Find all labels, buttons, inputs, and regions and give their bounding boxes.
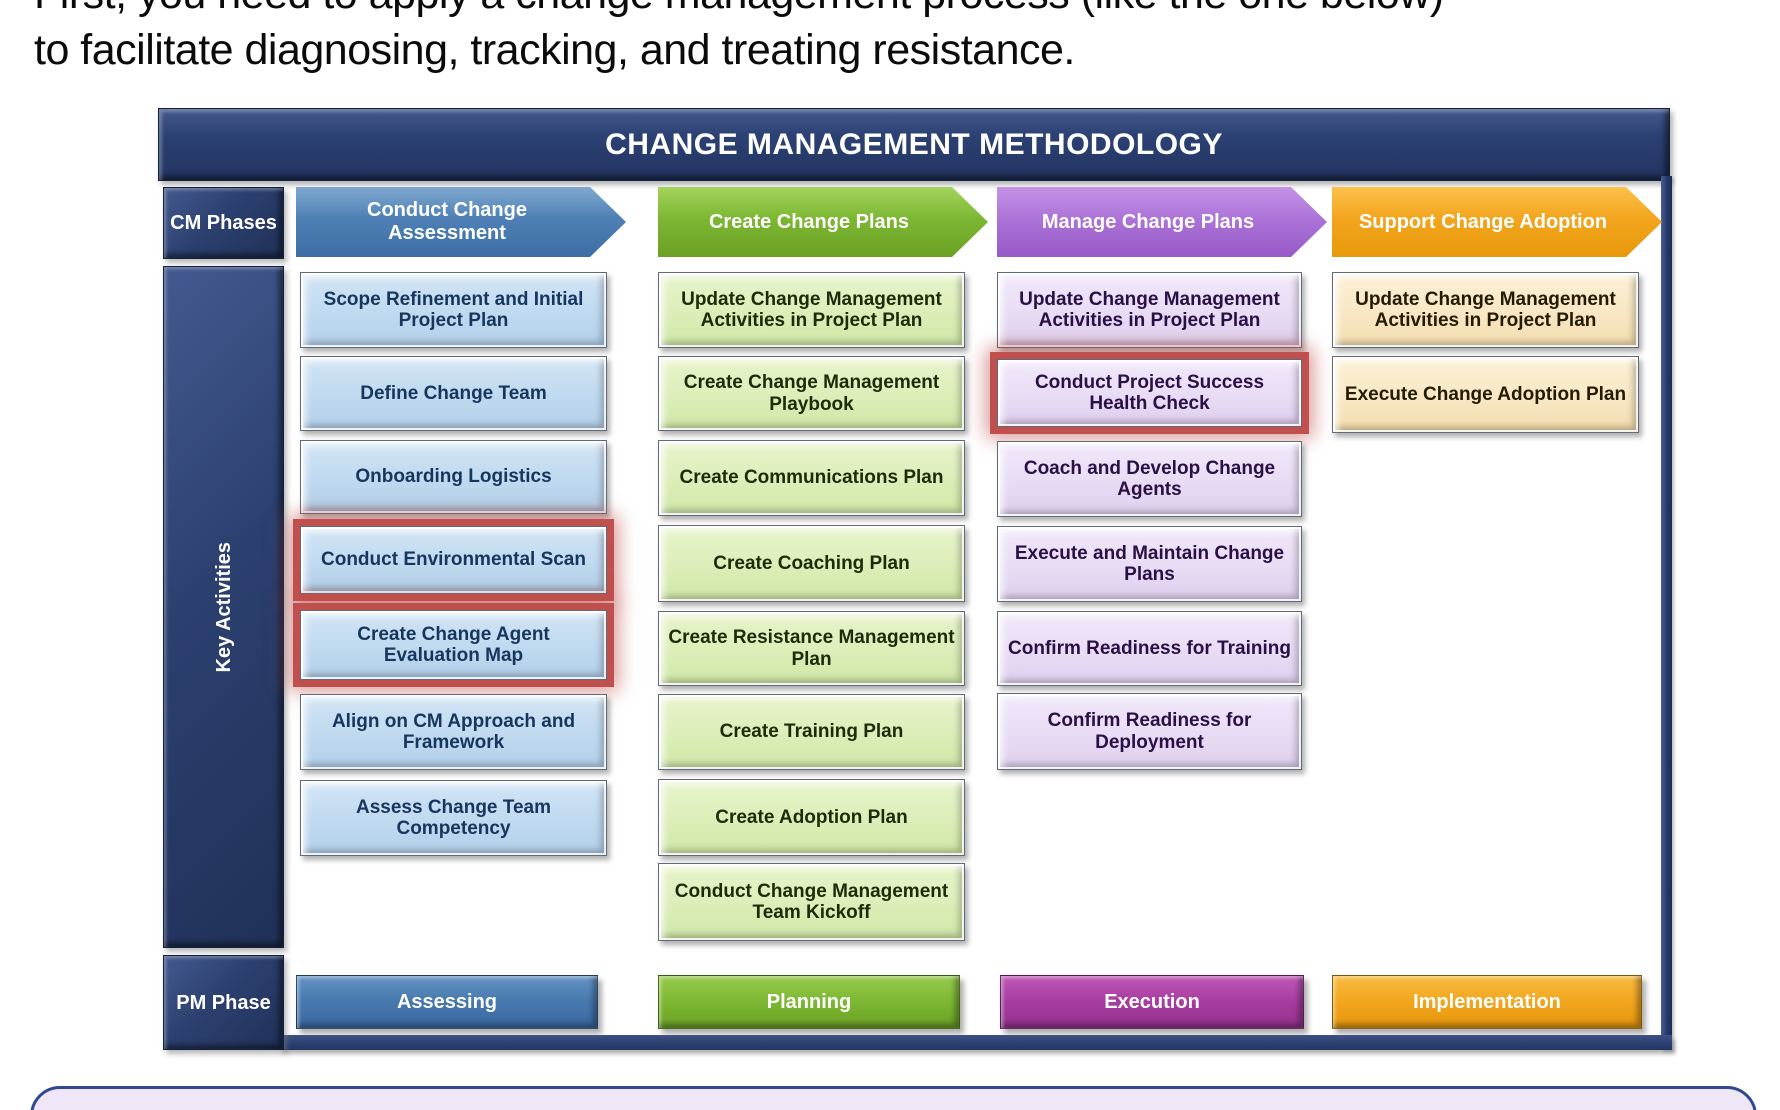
activity-box-highlighted: Conduct Environmental Scan [300,526,607,594]
activity-box: Update Change Management Activities in P… [997,272,1302,348]
phase-arrow-label: Create Change Plans [708,210,910,233]
pm-phase-bar-implementation: Implementation [1332,975,1642,1029]
activity-box-highlighted: Conduct Project Success Health Check [997,359,1302,427]
activity-box: Confirm Readiness for Deployment [997,693,1302,770]
activity-box: Create Training Plan [658,694,965,770]
pm-phase-label-text: PM Phase [176,991,271,1014]
activity-box: Conduct Change Management Team Kickoff [658,863,965,941]
pm-phase-bar-planning: Planning [658,975,960,1029]
activity-box: Define Change Team [300,356,607,431]
activity-box: Onboarding Logistics [300,440,607,514]
intro-text: First, you need to apply a change manage… [34,0,1444,78]
activity-box: Create Change Management Playbook [658,356,965,431]
activity-box: Execute Change Adoption Plan [1332,356,1639,433]
key-activities-label: Key Activities [163,266,284,948]
phase-arrow-support-change-adoption: Support Change Adoption [1332,187,1662,257]
activity-box: Update Change Management Activities in P… [1332,272,1639,348]
intro-line-1: First, you need to apply a change manage… [34,0,1444,22]
activity-box: Align on CM Approach and Framework [300,694,607,770]
activity-box: Scope Refinement and Initial Project Pla… [300,272,607,348]
phase-arrow-label: Manage Change Plans [1041,210,1255,233]
cm-phases-label: CM Phases [163,187,284,259]
pm-phase-label: PM Phase [163,955,284,1050]
activity-box: Update Change Management Activities in P… [658,272,965,348]
activity-box: Assess Change Team Competency [300,780,607,856]
frame-right-border [1661,176,1672,1050]
activity-box: Coach and Develop Change Agents [997,441,1302,517]
activity-box-highlighted: Create Change Agent Evaluation Map [300,610,607,680]
activity-box: Execute and Maintain Change Plans [997,526,1302,602]
phase-arrow-conduct-change-assessment: Conduct Change Assessment [296,187,626,257]
activity-box: Create Adoption Plan [658,779,965,856]
cm-phases-label-text: CM Phases [170,212,277,234]
diagram-title-banner: CHANGE MANAGEMENT METHODOLOGY [158,108,1670,181]
pm-phase-bar-assessing: Assessing [296,975,598,1029]
pm-phase-bar-execution: Execution [1000,975,1304,1029]
phase-arrow-label: Support Change Adoption [1358,210,1608,233]
activity-box: Create Coaching Plan [658,525,965,602]
activity-box: Create Resistance Management Plan [658,611,965,686]
phase-arrow-label: Conduct Change Assessment [367,199,527,244]
key-activities-label-text: Key Activities [212,541,235,673]
diagram-title: CHANGE MANAGEMENT METHODOLOGY [605,127,1223,161]
frame-bottom-border [280,1035,1672,1050]
phase-arrow-create-change-plans: Create Change Plans [658,187,988,257]
activity-box: Confirm Readiness for Training [997,611,1302,686]
intro-line-2: to facilitate diagnosing, tracking, and … [34,26,1075,74]
activity-box: Create Communications Plan [658,440,965,516]
phase-arrow-manage-change-plans: Manage Change Plans [997,187,1327,257]
bottom-callout-panel [30,1086,1757,1110]
